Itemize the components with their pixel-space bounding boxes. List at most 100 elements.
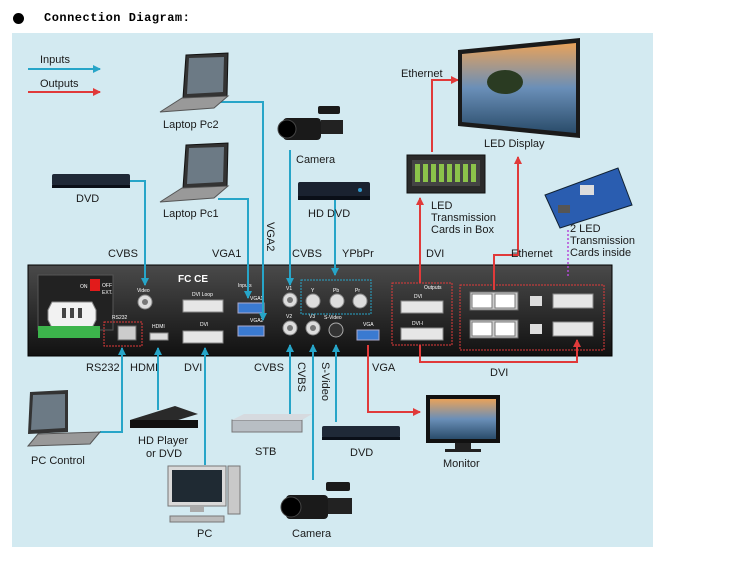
camera-top-label: Camera (296, 154, 336, 166)
vga2-port[interactable] (237, 325, 265, 337)
dvi-right-label: DVI (490, 367, 508, 379)
cvbs-top-label: CVBS (108, 248, 138, 260)
terminal-block[interactable] (38, 326, 100, 338)
power-on-label: ON (80, 284, 88, 290)
vga-out-label-text: VGA (372, 362, 396, 374)
legend-outputs-label: Outputs (40, 78, 79, 90)
led-transmission-box-icon (406, 154, 486, 194)
power-switch[interactable] (90, 279, 100, 291)
led-box-line3: Cards in Box (431, 224, 494, 236)
outputs-label: Outputs (424, 285, 442, 291)
ypbpr-label: YPbPr (342, 248, 374, 260)
vga1-port[interactable] (237, 302, 265, 314)
cvbs-bottom-label: CVBS (254, 362, 284, 374)
card-dvi-port-1[interactable] (552, 293, 594, 309)
led-display-label: LED Display (484, 138, 545, 150)
card-led-1 (530, 296, 542, 306)
dvi-out-label: DVI (414, 294, 422, 300)
pc-control-icon (26, 390, 102, 447)
monitor-icon (426, 395, 500, 452)
camera-bottom-label: Camera (292, 528, 332, 540)
svideo-port-label: S-Video (324, 315, 342, 321)
hd-player-icon (130, 406, 198, 428)
dvi-i-port[interactable] (400, 327, 444, 341)
pb-bnc-port[interactable] (329, 293, 345, 309)
legend-inputs-label: Inputs (40, 54, 70, 66)
dvi-out-port[interactable] (400, 300, 444, 314)
pb-label: Pb (333, 288, 339, 294)
vga-out-port[interactable] (356, 329, 380, 341)
hd-player-line1: HD Player (138, 435, 188, 447)
vga2-port-label: VGA2 (250, 318, 264, 324)
vga2-label: VGA2 (264, 222, 276, 251)
laptop-pc2-icon (159, 52, 230, 113)
pr-bnc-port[interactable] (352, 293, 368, 309)
output-connections (367, 76, 581, 416)
camera-bottom-icon (280, 482, 352, 519)
dvd-bottom-label: DVD (350, 447, 373, 459)
vga1-label: VGA1 (212, 248, 241, 260)
dvd-bottom-icon (322, 426, 400, 440)
header: Connection Diagram: (10, 8, 190, 28)
led-card-icon (544, 167, 633, 229)
pc-control-label: PC Control (31, 455, 85, 467)
dvi-loop-port[interactable] (182, 299, 224, 313)
card-dvi-port-2[interactable] (552, 321, 594, 337)
y-bnc-port[interactable] (305, 293, 321, 309)
inputs-label: Inputs (238, 283, 252, 289)
power-off-label: OFF (102, 283, 112, 289)
led-box-line2: Transmission (431, 212, 496, 224)
pc-icon (167, 465, 241, 523)
cvbs-mid-label: CVBS (292, 248, 322, 260)
hd-player-line2: or DVD (146, 448, 182, 460)
hd-dvd-icon (298, 182, 370, 200)
hdmi-label: HDMI (130, 362, 158, 374)
rs232-port[interactable] (117, 325, 137, 341)
dvi-in-port[interactable] (182, 330, 224, 344)
camera-icon (277, 106, 343, 140)
v1-label: V1 (286, 286, 292, 292)
pr-label: Pr (355, 288, 360, 294)
led-cards-inside-line1: 2 LED (570, 223, 601, 235)
rs232-port-label: RS232 (112, 315, 128, 321)
dvi-bottom-label: DVI (184, 362, 202, 374)
y-label: Y (311, 288, 315, 294)
svideo-label: S-Video (319, 362, 331, 401)
rs232-label: RS232 (86, 362, 120, 374)
dvd-player-icon (52, 174, 130, 188)
vga-out-label: VGA (363, 322, 374, 328)
ethernet-top-label: Ethernet (401, 68, 443, 80)
v3-label: V3 (309, 314, 315, 320)
laptop-pc2-label: Laptop Pc2 (163, 119, 219, 131)
input-connections (100, 101, 340, 480)
dvi-loop-label: DVI Loop (192, 292, 213, 298)
laptop-pc1-label: Laptop Pc1 (163, 208, 219, 220)
monitor-label: Monitor (443, 458, 480, 470)
svideo-port[interactable] (328, 322, 344, 338)
dvd-top-label: DVD (76, 193, 99, 205)
dvi-in-label: DVI (200, 322, 208, 328)
legend: Inputs Outputs (28, 54, 101, 96)
video-port-label: Video (137, 288, 150, 294)
stb-label: STB (255, 446, 276, 458)
led-display-icon (458, 38, 580, 138)
ext-label: EXT. (102, 290, 113, 296)
video-processor-device: ON OFF EXT. FC CE Video DVI Loop HDMI DV… (27, 264, 613, 357)
dvi-top-label: DVI (426, 248, 444, 260)
page-title: Connection Diagram: (44, 11, 191, 25)
led-cards-inside-line3: Cards inside (570, 247, 631, 259)
laptop-pc1-icon (159, 142, 230, 203)
card-led-2 (530, 324, 542, 334)
vga1-port-label: VGA1 (250, 296, 264, 302)
bullet-icon (13, 12, 24, 24)
led-box-line1: LED (431, 200, 452, 212)
led-cards-inside-line2: Transmission (570, 235, 635, 247)
hd-dvd-label: HD DVD (308, 208, 350, 220)
dvi-i-label: DVI-I (412, 321, 423, 327)
cert-marks: FC CE (178, 274, 208, 285)
pc-label: PC (197, 528, 212, 540)
hdmi-port[interactable] (149, 332, 169, 341)
stb-icon (231, 414, 312, 433)
hdmi-port-label: HDMI (152, 324, 165, 330)
